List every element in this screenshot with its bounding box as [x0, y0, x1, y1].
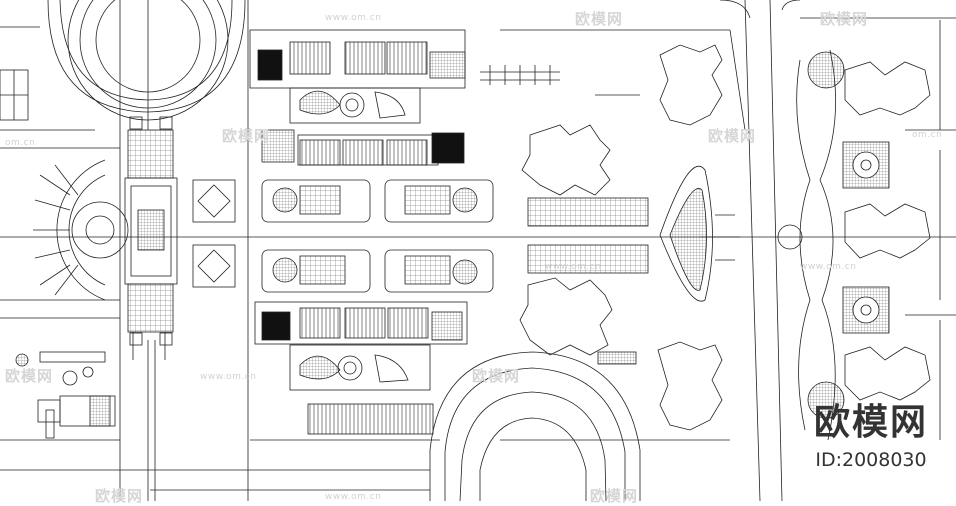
right-villa-row — [777, 20, 956, 441]
watermark-logo: 欧模网 — [575, 10, 624, 28]
fan-shaped-pavilion — [33, 159, 129, 301]
leaf-shaped-garden — [659, 165, 740, 302]
brand-logo-text: 欧模网 — [813, 402, 928, 443]
watermark-logo: 欧模网 — [5, 367, 54, 385]
residential-block-south — [250, 301, 468, 441]
square-gardens — [0, 69, 236, 288]
watermark-url: om.cn — [912, 130, 943, 140]
service-area — [0, 351, 120, 441]
central-axis-plaza — [124, 116, 178, 501]
watermark-logo: 欧模网 — [820, 10, 869, 28]
high-rise-towers — [500, 29, 746, 441]
watermark-url: www.om.cn — [325, 492, 382, 502]
watermark-logo: 欧模网 — [590, 487, 639, 505]
watermark-url: www.om.cn — [325, 13, 382, 23]
watermark-logo: 欧模网 — [472, 367, 521, 385]
watermark-url: om.cn — [5, 138, 36, 148]
watermark-logo: 欧模网 — [222, 127, 271, 145]
watermark-url: www.om.cn — [545, 262, 602, 272]
watermark-logo: 欧模网 — [95, 487, 144, 505]
model-id: ID:2008030 — [815, 449, 927, 471]
residential-block-north — [249, 29, 560, 166]
watermark-url: www.om.cn — [800, 262, 857, 272]
courtyard-gardens — [261, 179, 494, 293]
watermark-logo: 欧模网 — [708, 127, 757, 145]
watermark-url: www.om.cn — [200, 372, 257, 382]
